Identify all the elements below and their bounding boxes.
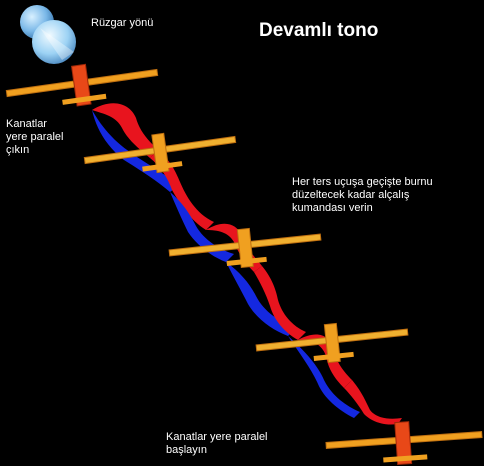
entry-line-3: çıkın <box>6 144 30 156</box>
entry-line-1: Kanatlar <box>6 118 47 130</box>
instruction-line-3: kumandası verin <box>292 202 373 214</box>
instruction-label: Her ters uçuşa geçişte burnu düzeltecek … <box>292 176 433 215</box>
start-line-1: Kanatlar yere paralel <box>166 431 268 443</box>
entry-line-2: yere paralel <box>6 131 64 143</box>
instruction-line-1: Her ters uçuşa geçişte burnu <box>292 176 433 188</box>
airplane-icon <box>325 421 483 466</box>
entry-label: Kanatlar yere paralel çıkın <box>6 118 63 157</box>
airplane-icon <box>168 227 322 269</box>
airplane-icon <box>83 132 237 174</box>
wind-sphere-icon <box>20 5 76 64</box>
instruction-line-2: düzeltecek kadar alçalış <box>292 189 410 201</box>
airplane-icon <box>255 322 409 364</box>
start-line-2: başlayın <box>166 444 207 456</box>
diagram-title: Devamlı tono <box>259 20 379 41</box>
wind-direction-label: Rüzgar yönü <box>91 17 153 30</box>
airplane-icon <box>5 63 159 107</box>
wind-direction-text: Rüzgar yönü <box>91 17 154 29</box>
start-label: Kanatlar yere paralel başlayın <box>166 431 268 457</box>
